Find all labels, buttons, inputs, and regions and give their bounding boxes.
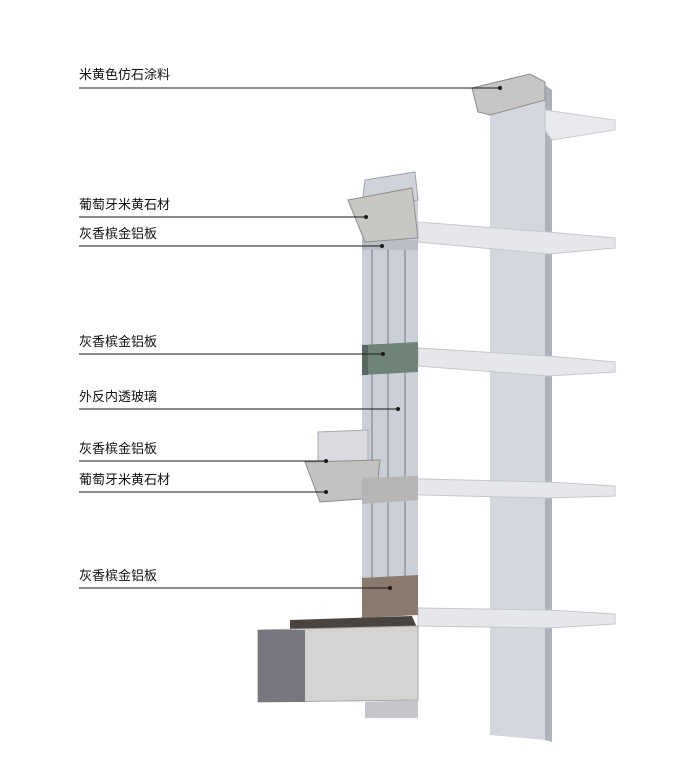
label-gray-champagne-aluminum: 灰香槟金铝板 bbox=[79, 335, 158, 350]
glass-curtain-wall bbox=[362, 195, 418, 605]
label-gray-champagne-aluminum: 灰香槟金铝板 bbox=[79, 442, 158, 457]
label-portuguese-beige-stone: 葡萄牙米黄石材 bbox=[79, 198, 171, 213]
balcony-ledge bbox=[304, 429, 418, 504]
label-gray-champagne-aluminum: 灰香槟金铝板 bbox=[79, 227, 158, 242]
aluminum-band bbox=[362, 342, 418, 375]
ground-planter bbox=[257, 616, 419, 718]
roof-cap bbox=[471, 73, 546, 116]
leader-dots bbox=[324, 86, 502, 590]
label-reflective-glass: 外反内透玻璃 bbox=[79, 390, 158, 405]
label-gray-champagne-aluminum: 灰香槟金铝板 bbox=[79, 569, 158, 584]
label-portuguese-beige-stone: 葡萄牙米黄石材 bbox=[79, 473, 171, 488]
structural-column bbox=[490, 85, 552, 742]
leader-lines bbox=[79, 87, 500, 589]
facade-parapet bbox=[347, 171, 419, 243]
lower-aluminum-panel bbox=[362, 575, 418, 618]
label-beige-stone-coating: 米黄色仿石涂料 bbox=[79, 68, 171, 83]
